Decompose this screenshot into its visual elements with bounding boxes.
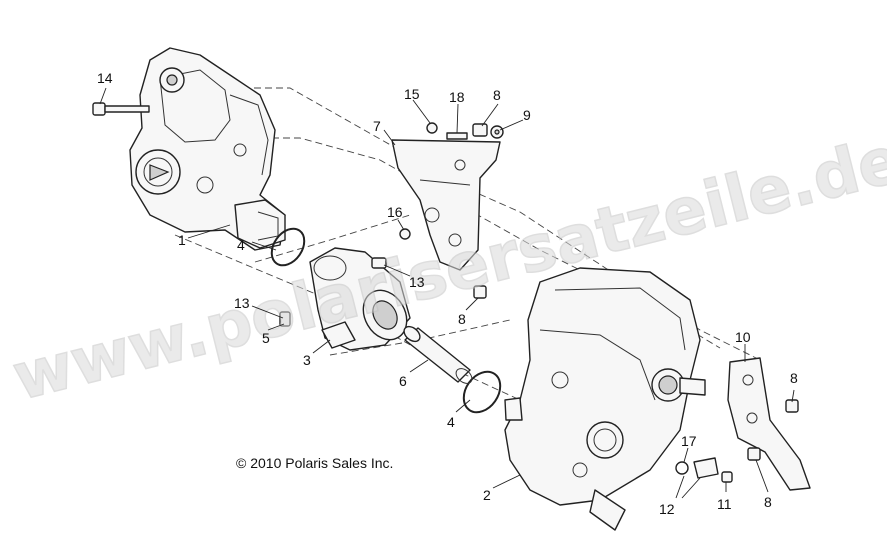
callout-13-upper: 13 xyxy=(409,274,425,290)
rear-bracket-10 xyxy=(727,357,811,491)
o-ring-front xyxy=(270,227,306,267)
callout-8-top: 8 xyxy=(493,87,501,103)
callout-10: 10 xyxy=(735,329,751,345)
copyright-notice: © 2010 Polaris Sales Inc. xyxy=(236,455,393,471)
callout-8-rear-upper: 8 xyxy=(790,370,798,386)
bolt-14 xyxy=(92,102,150,116)
callout-4-rear: 4 xyxy=(447,414,455,430)
bolt-8-mid xyxy=(473,285,487,299)
bolt-8-top xyxy=(472,123,488,137)
washer-17 xyxy=(675,461,689,475)
callout-8-rear-lower: 8 xyxy=(764,494,772,510)
main-transmission xyxy=(504,267,706,531)
callout-16: 16 xyxy=(387,204,403,220)
callout-15: 15 xyxy=(404,86,420,102)
callout-labels: 14 15 18 8 9 7 16 1 4 13 13 5 3 8 6 4 10… xyxy=(97,70,798,517)
callout-8-mid: 8 xyxy=(458,311,466,327)
bolt-11 xyxy=(721,471,733,483)
nut-16 xyxy=(399,228,411,240)
shaft-6 xyxy=(403,325,473,384)
front-gearcase xyxy=(129,47,286,251)
callout-17: 17 xyxy=(681,433,697,449)
callout-7: 7 xyxy=(373,118,381,134)
washer-9 xyxy=(490,125,504,139)
callout-6: 6 xyxy=(399,373,407,389)
fitting-5-13 xyxy=(279,311,291,327)
callout-11: 11 xyxy=(717,496,732,512)
callout-12: 12 xyxy=(659,501,675,517)
bolt-8-rear-lower xyxy=(747,447,761,461)
mount-bracket-7 xyxy=(391,139,501,271)
callout-18: 18 xyxy=(449,89,465,105)
leader-lines xyxy=(99,87,795,499)
callout-2: 2 xyxy=(483,487,491,503)
callout-9: 9 xyxy=(523,107,531,123)
sensor-12 xyxy=(693,457,719,479)
coupler-housing xyxy=(309,247,411,351)
callout-1: 1 xyxy=(178,232,186,248)
bolt-13-upper xyxy=(371,257,387,269)
nut-15 xyxy=(426,122,438,134)
callout-14: 14 xyxy=(97,70,113,86)
callout-4-front: 4 xyxy=(237,237,245,253)
bolt-18 xyxy=(446,132,468,140)
callout-5: 5 xyxy=(262,330,270,346)
callout-3: 3 xyxy=(303,352,311,368)
callout-13-lower: 13 xyxy=(234,295,250,311)
